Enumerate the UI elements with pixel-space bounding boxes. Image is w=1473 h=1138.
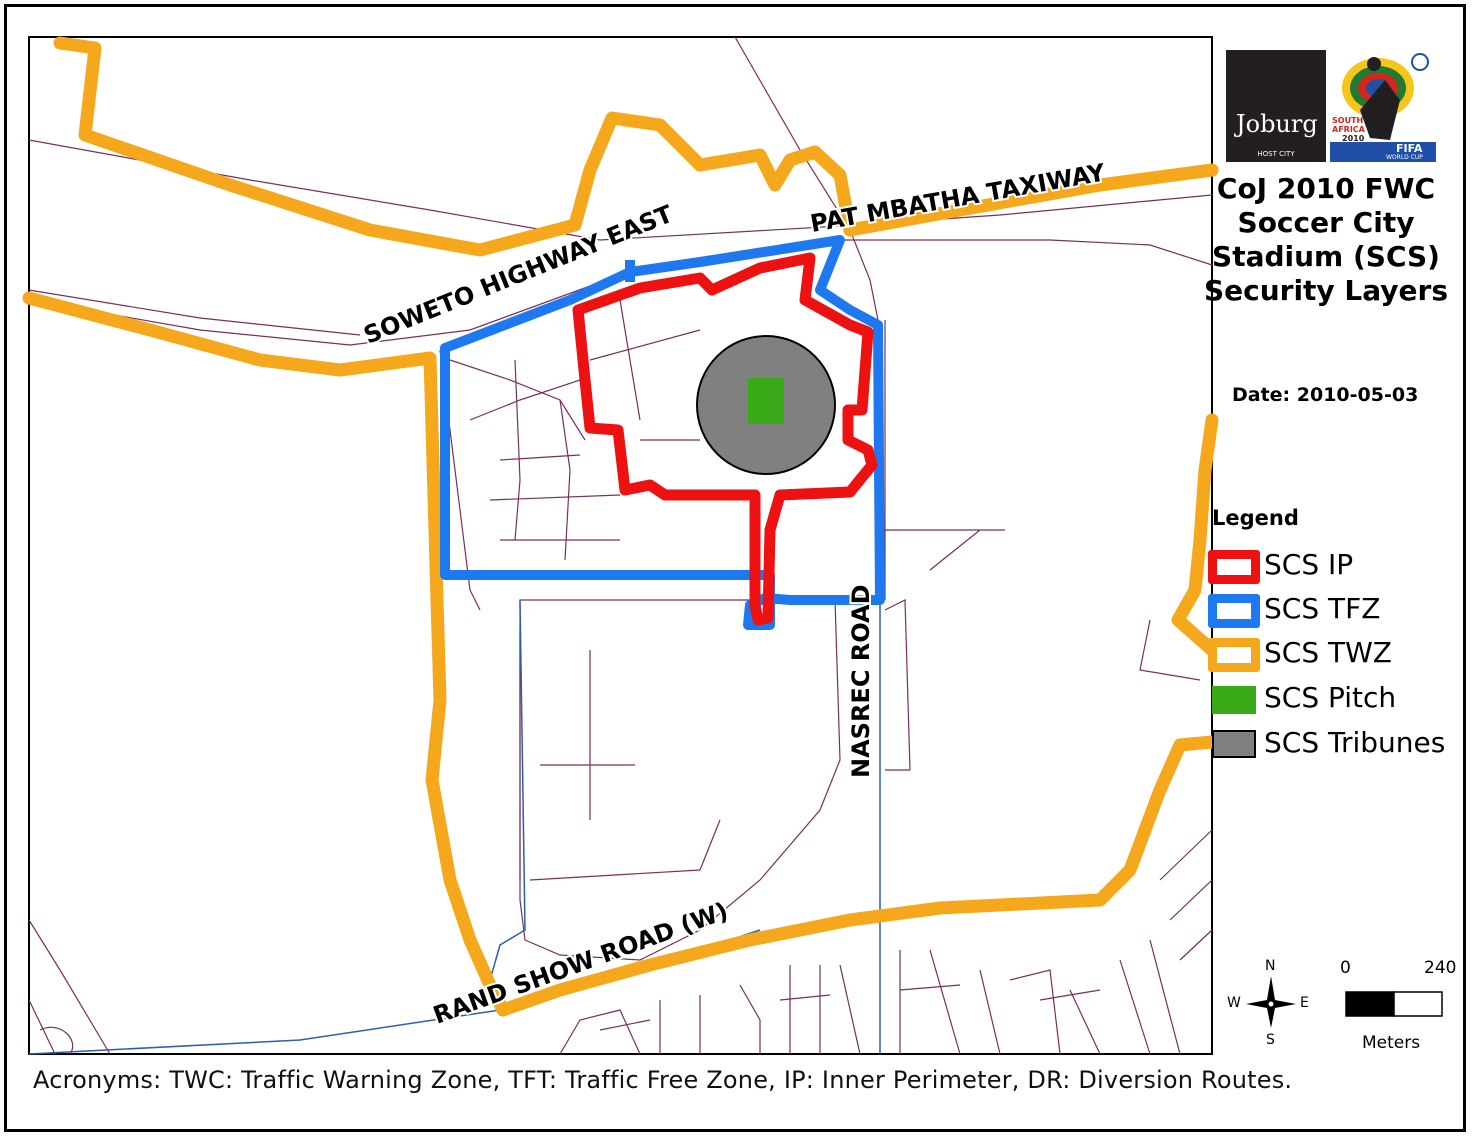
world-cup-text: WORLD CUP <box>1386 154 1423 161</box>
fifa-world-cup-logo: SOUTH AFRICA 2010 FIFA WORLD CUP <box>1330 50 1436 162</box>
scale-bar <box>1345 991 1443 1017</box>
legend-label-tribunes: SCS Tribunes <box>1264 726 1446 759</box>
compass-s: S <box>1266 1032 1275 1048</box>
twz-taxiway-line <box>843 163 1219 237</box>
title-line-2: Soccer City <box>1237 206 1415 239</box>
title-line-1: CoJ 2010 FWC <box>1216 172 1436 205</box>
title-line-3: Stadium (SCS) <box>1212 240 1440 273</box>
south-africa-text: SOUTH AFRICA <box>1332 116 1365 134</box>
map-title: CoJ 2010 FWC Soccer City Stadium (SCS) S… <box>1200 172 1452 308</box>
legend-swatch-pitch <box>1212 686 1256 714</box>
legend-title: Legend <box>1212 506 1299 530</box>
legend-label-twz: SCS TWZ <box>1264 636 1392 669</box>
compass-e: E <box>1300 995 1309 1011</box>
compass-w: W <box>1227 995 1241 1011</box>
label-nasrec-road: NASREC ROAD <box>847 584 875 778</box>
legend-label-tfz: SCS TFZ <box>1264 592 1381 625</box>
map-date: Date: 2010-05-03 <box>1232 384 1419 406</box>
legend-label-ip: SCS IP <box>1264 548 1354 581</box>
joburg-logo-text: Joburg <box>1236 110 1318 138</box>
legend-swatch-twz <box>1208 638 1260 672</box>
year-text: 2010 <box>1342 134 1365 143</box>
ip-outline <box>572 252 878 626</box>
legend-swatch-tfz <box>1208 594 1260 628</box>
compass-n: N <box>1265 958 1276 974</box>
scale-unit-label: Meters <box>1362 1033 1421 1053</box>
compass-rose-icon <box>1246 976 1296 1028</box>
legend-label-pitch: SCS Pitch <box>1264 681 1397 714</box>
twz-north-line <box>53 36 857 257</box>
joburg-fifa-logo: Joburg HOST CITY SOUTH AFRICA 2010 FIFA … <box>1226 50 1436 162</box>
title-line-4: Security Layers <box>1203 274 1449 307</box>
scale-start-label: 0 <box>1340 958 1351 978</box>
ip-layer <box>572 252 878 626</box>
fifa-emblem-icon <box>1330 53 1436 162</box>
street-network <box>28 36 1213 1055</box>
host-city-text: HOST CITY <box>1257 150 1295 158</box>
fifa-text: FIFA <box>1396 142 1423 155</box>
twz-south-line <box>496 735 1219 1017</box>
scale-end-label: 240 <box>1424 958 1457 978</box>
acronyms-note: Acronyms: TWC: Traffic Warning Zone, TFT… <box>33 1066 1293 1094</box>
stadium-pitch <box>748 378 784 424</box>
legend-swatch-tribunes <box>1212 730 1256 758</box>
page-border <box>4 4 1466 1132</box>
twz-layer <box>22 36 1219 1017</box>
joburg-logo: Joburg HOST CITY <box>1226 50 1326 162</box>
twz-west-line <box>22 291 510 1017</box>
twz-east-line <box>1171 413 1219 657</box>
legend-swatch-ip <box>1208 550 1260 584</box>
